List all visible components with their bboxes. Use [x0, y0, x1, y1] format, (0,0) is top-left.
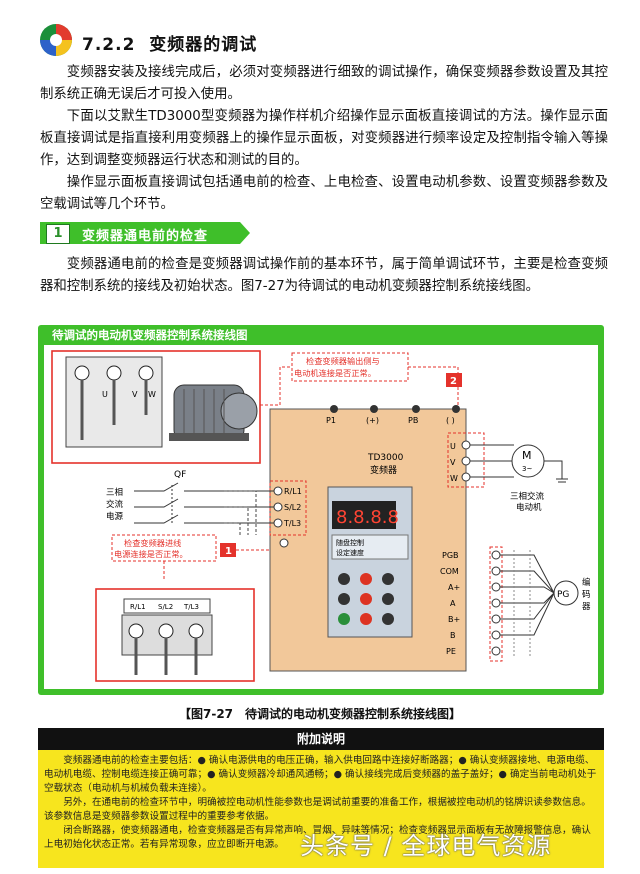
callout-2-line2: 电动机连接是否正常。 — [294, 368, 376, 378]
note-paragraph-2: 另外，在通电前的检查环节中，明确被控电动机性能参数也是调试前重要的准备工作，根据… — [44, 797, 591, 822]
terminal-t-l3: T/L3 — [283, 519, 301, 528]
panel-line-1: 随盘控制 — [336, 538, 364, 547]
note-paragraph-1: 变频器通电前的检查主要包括：● 确认电源供电的电压正确，输入供电回路中连接好断路… — [44, 755, 597, 794]
terminal-s-l2: S/L2 — [284, 503, 301, 512]
inverter-name: 变频器 — [370, 464, 397, 476]
figure-caption: 【图7-27 待调试的电动机变频器控制系统接线图】 — [178, 707, 462, 721]
terminal-b: B — [450, 631, 456, 640]
encoder-symbol-pg: PG — [557, 590, 569, 600]
photo-r-l1: R/L1 — [130, 603, 146, 611]
encoder-label-3: 器 — [582, 602, 591, 612]
source-label-1: 三相 — [106, 487, 123, 498]
terminal-a: A — [450, 599, 456, 608]
figure-title: 待调试的电动机变频器控制系统接线图 — [52, 328, 248, 342]
callout-1-badge — [220, 543, 236, 557]
display-readout: 8.8.8.8 — [336, 507, 399, 528]
output-terminals: U V W — [447, 432, 514, 488]
terminal-p1: P1 — [326, 416, 336, 425]
motor-image — [169, 384, 258, 441]
terminal-w-small: W — [148, 390, 156, 399]
note-title: 附加说明 — [38, 728, 604, 750]
terminal-w: W — [450, 474, 458, 483]
encoder-label-1: 编 — [582, 577, 591, 588]
terminal-v-small: V — [132, 390, 138, 399]
motor-terminal-block: U V W — [65, 356, 163, 448]
wiring-diagram: U V W 检查变频器输出侧与 电动机连接是否正常。 2 P1 (+) PB (… — [51, 350, 591, 682]
callout-2-badge — [446, 373, 462, 387]
motor-label-2: 电动机 — [516, 502, 542, 513]
callout-2-number: 2 — [450, 376, 457, 387]
terminal-pgb: PGB — [442, 551, 459, 560]
callout-2-line1: 检查变频器输出侧与 — [306, 356, 380, 366]
inverter-model: TD3000 — [367, 453, 404, 463]
encoder-label-2: 码 — [582, 590, 591, 600]
subsection-title: 变频器通电前的检查 — [82, 229, 209, 244]
source-label-3: 电源 — [106, 511, 124, 522]
callout-1-number: 1 — [225, 546, 232, 557]
paragraph-4: 变频器通电前的检查是变频器调试操作前的基本环节，属于简单调试环节，主要是检查变频… — [40, 257, 608, 294]
section-title: 7.2.2 变频器的调试 — [82, 35, 258, 55]
terminal-minus: ( ) — [446, 416, 455, 425]
subsection-number: 1 — [46, 224, 70, 244]
terminal-plus: (+) — [366, 416, 379, 425]
photo-s-l2: S/L2 — [158, 603, 173, 611]
callout-1-line2: 电源连接是否正常。 — [114, 549, 188, 559]
callout-2-box — [291, 352, 409, 382]
terminal-u: U — [450, 442, 456, 451]
callout-1-line1: 检查变频器进线 — [124, 538, 181, 548]
terminal-b-plus: B+ — [448, 615, 460, 624]
section-logo-icon — [40, 24, 72, 56]
subsection-banner — [40, 222, 250, 244]
note-paragraph-3: 闭合断路器，使变频器通电，检查变频器是否有异常声响、冒烟、异味等情况；检查变频器… — [44, 825, 591, 850]
paragraph-1: 变频器安装及接线完成后，必须对变频器进行细致的调试操作，确保变频器参数设置及其控… — [40, 65, 608, 102]
terminal-com: COM — [440, 567, 459, 576]
panel-line-2: 设定速度 — [336, 548, 364, 557]
top-terminals: P1 (+) PB ( ) — [326, 405, 460, 425]
terminal-pe: PE — [446, 647, 456, 656]
terminal-a-plus: A+ — [448, 583, 460, 592]
terminal-r-l1: R/L1 — [284, 487, 302, 496]
motor-symbol-m: M — [522, 449, 532, 462]
photo-t-l3: T/L3 — [183, 603, 199, 611]
terminal-u-small: U — [102, 390, 108, 399]
watermark: 头条号 / 全球电气资源 — [300, 832, 552, 860]
paragraph-3: 操作显示面板直接调试包括通电前的检查、上电检查、设置电动机参数、设置变频器参数及… — [40, 175, 608, 212]
paragraph-2: 下面以艾默生TD3000型变频器为操作样机介绍操作显示面板直接调试的方法。操作显… — [40, 109, 608, 168]
note-body — [38, 750, 604, 868]
encoder-symbol — [553, 580, 579, 606]
motor-label-1: 三相交流 — [510, 491, 545, 502]
encoder-terminals: PGB COM A+ A B+ B PE — [440, 546, 555, 662]
keypad-buttons — [338, 573, 394, 625]
input-terminals: R/L1 S/L2 T/L3 — [269, 480, 307, 548]
terminal-pb: PB — [408, 416, 418, 425]
source-wires — [134, 482, 274, 525]
terminal-v: V — [450, 458, 456, 467]
qf-label: QF — [174, 470, 186, 480]
motor-symbol-sub: 3~ — [522, 465, 532, 473]
source-label-2: 交流 — [106, 499, 124, 510]
